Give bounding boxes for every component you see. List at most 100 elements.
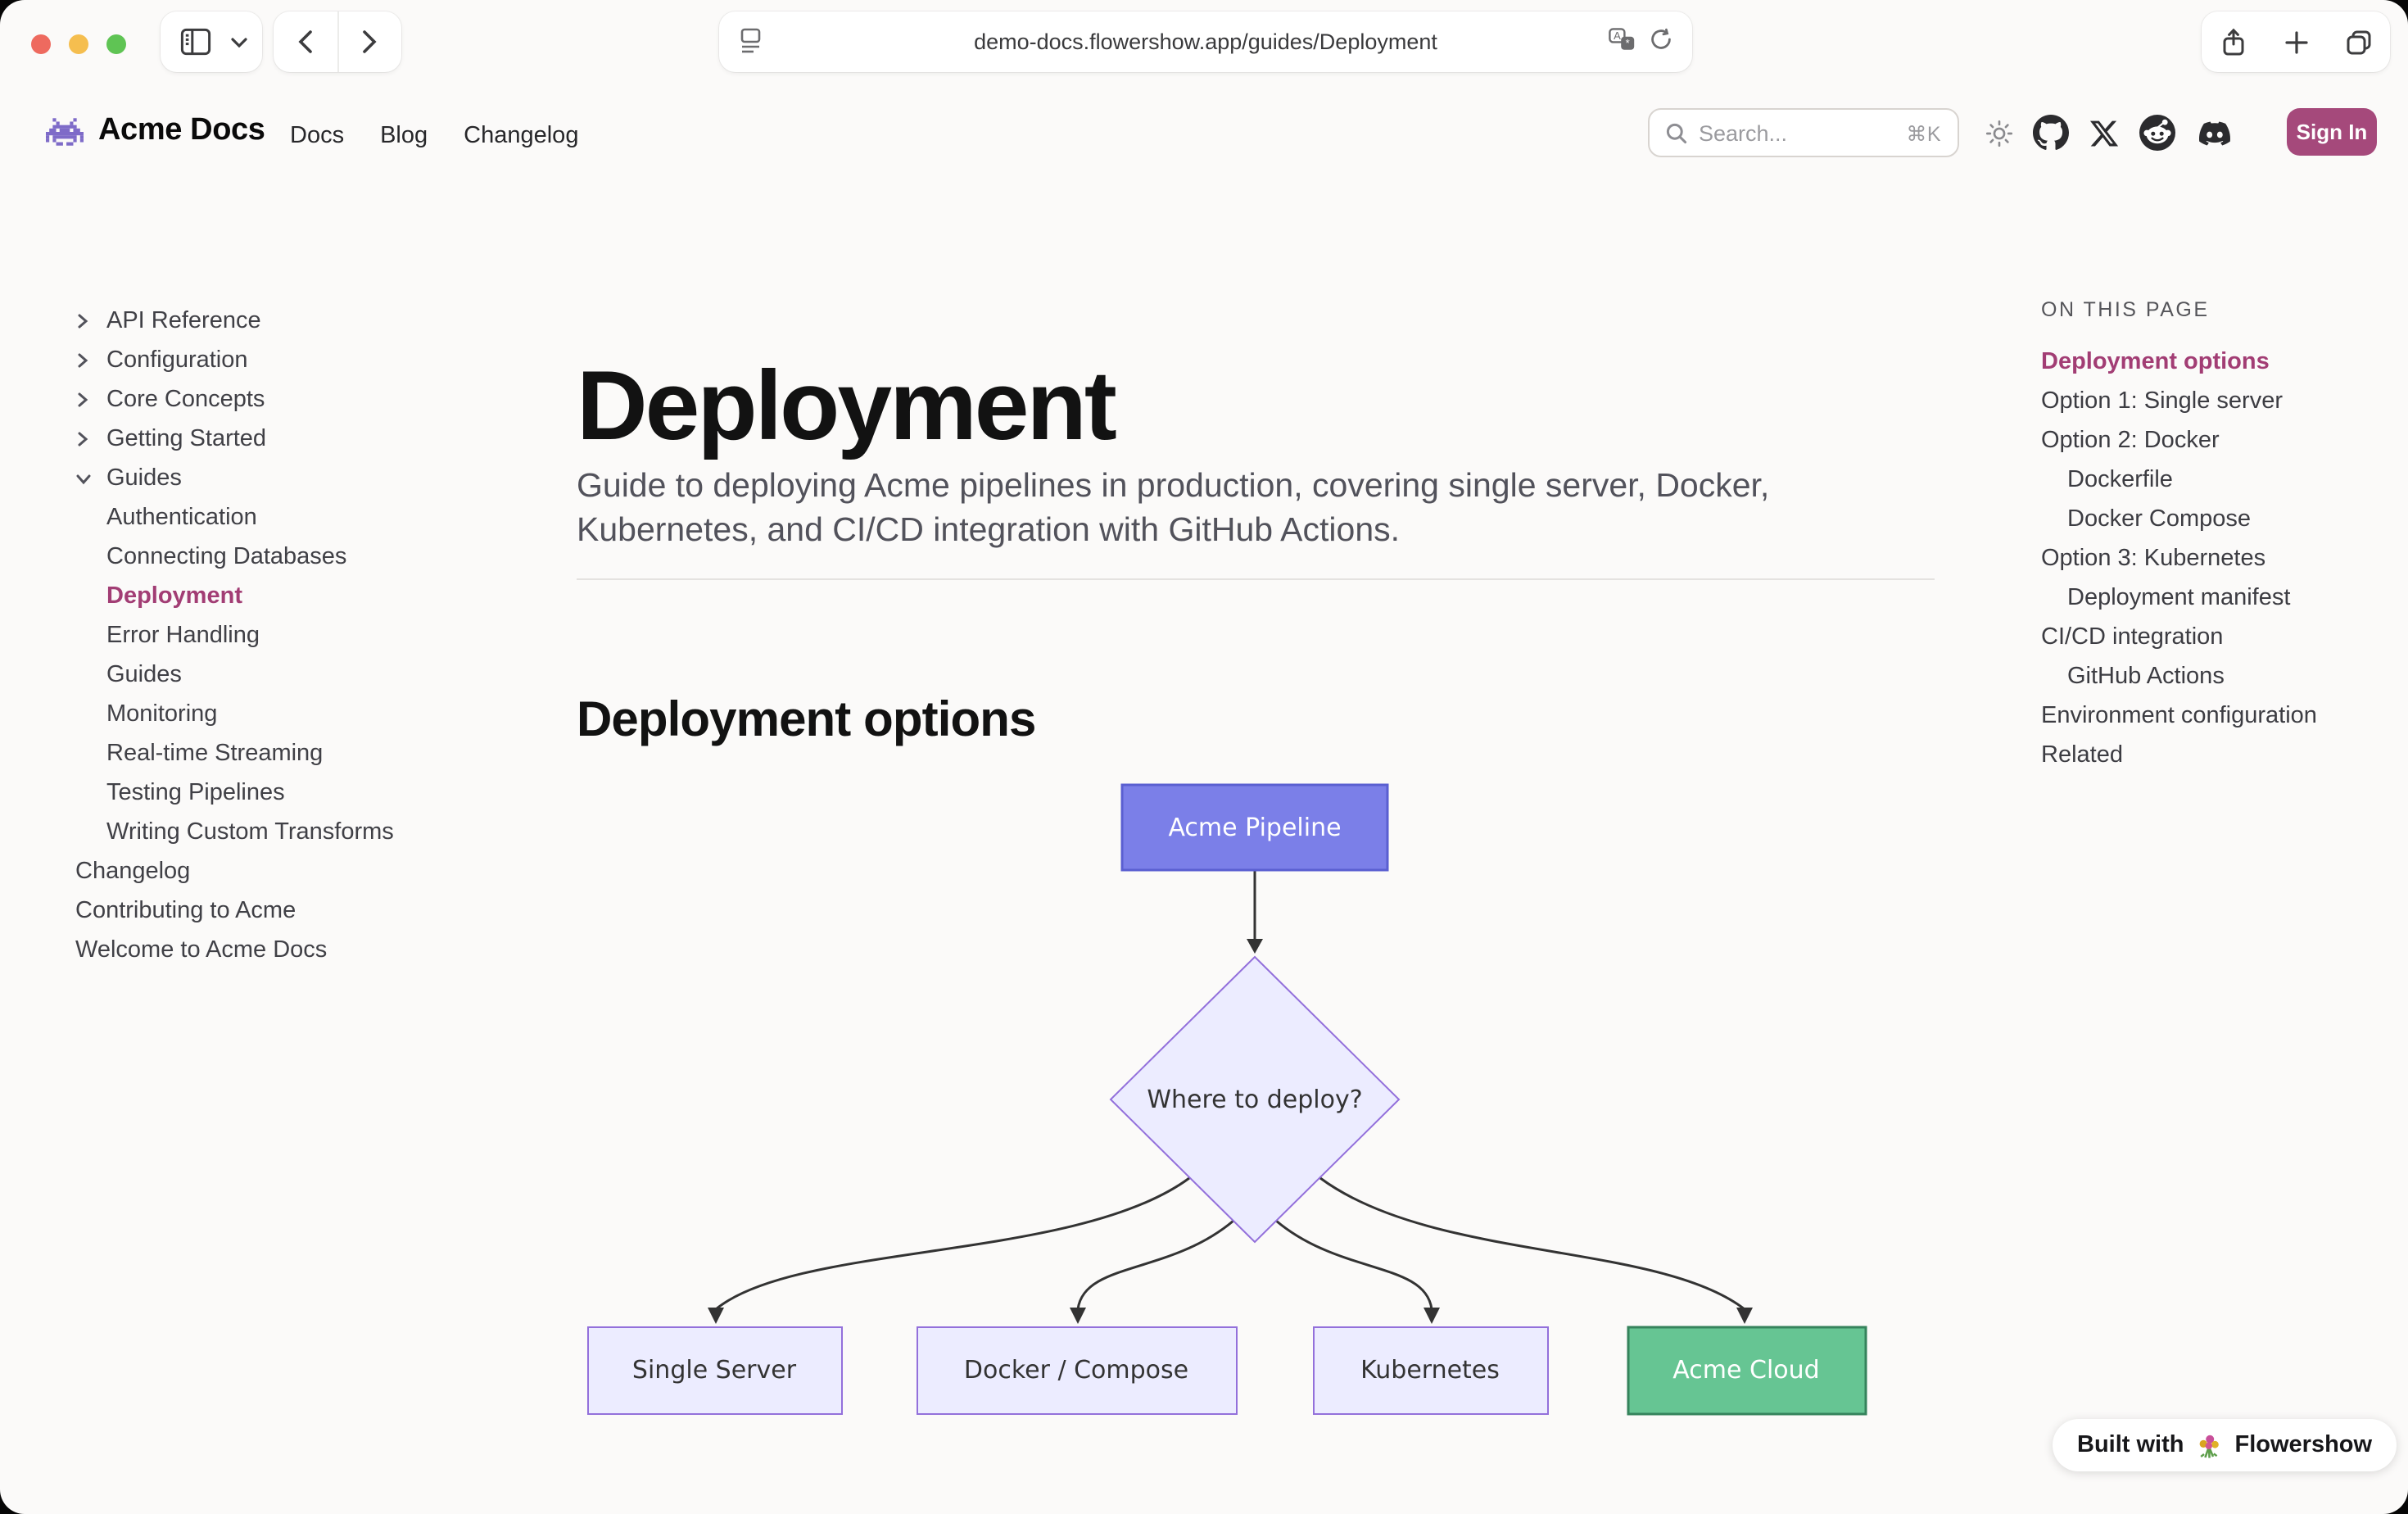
site-logo[interactable]: Acme Docs	[46, 113, 265, 149]
search-input[interactable]: Search... ⌘K	[1648, 108, 1959, 157]
bouquet-icon	[2196, 1431, 2224, 1459]
section-heading: Deployment options	[577, 692, 1036, 747]
toc-item-cicd-integration[interactable]: CI/CD integration	[2041, 624, 2224, 650]
page-subtitle: Guide to deploying Acme pipelines in pro…	[577, 466, 1770, 549]
translate-icon[interactable]: A *	[1609, 28, 1635, 51]
sidebar-toggle-group	[161, 11, 262, 72]
toc-item-dockerfile[interactable]: Dockerfile	[2067, 467, 2173, 493]
flowchart-node-where-to-deploy: Where to deploy?	[1109, 955, 1401, 1244]
address-bar[interactable]: demo-docs.flowershow.app/guides/Deployme…	[719, 11, 1692, 72]
header-icons	[1985, 108, 2234, 157]
reader-view-icon[interactable]	[740, 28, 762, 54]
toc-item-docker-compose[interactable]: Docker Compose	[2067, 506, 2252, 533]
sidebar-item-contributing-to-acme[interactable]: Contributing to Acme	[75, 898, 296, 924]
sign-in-button[interactable]: Sign In	[2287, 108, 2377, 156]
flowchart-node-single-server: Single Server	[587, 1326, 843, 1415]
sidebar-item-monitoring[interactable]: Monitoring	[106, 701, 218, 728]
built-with-flowershow-badge[interactable]: Built with Flowershow	[2053, 1419, 2397, 1471]
tab-overview-icon[interactable]	[2327, 11, 2389, 72]
chevron-down-icon[interactable]	[75, 471, 106, 486]
new-tab-icon[interactable]	[2265, 11, 2327, 72]
toc-item-deployment-manifest[interactable]: Deployment manifest	[2067, 585, 2291, 611]
chevron-right-icon[interactable]	[75, 431, 106, 447]
svg-text:Kubernetes: Kubernetes	[1360, 1356, 1500, 1385]
svg-text:Where to deploy?: Where to deploy?	[1147, 1086, 1362, 1114]
discord-icon[interactable]	[2195, 117, 2234, 148]
chevron-right-icon[interactable]	[75, 392, 106, 408]
minimize-window-button[interactable]	[69, 34, 88, 54]
badge-suffix: Flowershow	[2234, 1432, 2373, 1458]
sidebar-nav: API Reference Configuration Core Concept…	[0, 301, 541, 970]
url-text[interactable]: demo-docs.flowershow.app/guides/Deployme…	[974, 29, 1437, 54]
toc-item-option-3-kubernetes[interactable]: Option 3: Kubernetes	[2041, 546, 2266, 572]
history-nav-group	[274, 11, 401, 72]
toc-item-github-actions[interactable]: GitHub Actions	[2067, 664, 2225, 690]
sidebar-item-connecting-databases[interactable]: Connecting Databases	[106, 544, 347, 570]
search-shortcut: ⌘K	[1906, 122, 1941, 145]
search-placeholder: Search...	[1699, 120, 1788, 145]
sidebar-item-api-reference[interactable]: API Reference	[0, 301, 541, 341]
svg-text:Acme Cloud: Acme Cloud	[1672, 1356, 1819, 1385]
chevron-right-icon[interactable]	[75, 313, 106, 329]
browser-toolbar: demo-docs.flowershow.app/guides/Deployme…	[0, 0, 2408, 85]
nav-link-blog[interactable]: Blog	[380, 123, 428, 149]
toc-item-option-1-single-server[interactable]: Option 1: Single server	[2041, 388, 2283, 415]
share-icon[interactable]	[2202, 11, 2265, 72]
site-title[interactable]: Acme Docs	[98, 113, 265, 147]
chevron-right-icon[interactable]	[75, 352, 106, 369]
sidebar-item-writing-custom-transforms[interactable]: Writing Custom Transforms	[106, 819, 394, 845]
flowchart-edges	[715, 870, 1745, 1311]
zoom-window-button[interactable]	[106, 34, 126, 54]
svg-text:Single Server: Single Server	[632, 1356, 797, 1385]
sidebar-item-authentication[interactable]: Authentication	[106, 505, 257, 531]
flowchart-node-acme-cloud: Acme Cloud	[1627, 1326, 1867, 1416]
flowchart-node-docker-compose: Docker / Compose	[917, 1326, 1238, 1415]
back-icon[interactable]	[274, 11, 338, 72]
sidebar-item-getting-started[interactable]: Getting Started	[0, 419, 541, 459]
reddit-icon[interactable]	[2139, 115, 2175, 151]
toc-item-deployment-options[interactable]: Deployment options	[2041, 349, 2270, 375]
theme-toggle-sun-icon[interactable]	[1985, 119, 2013, 147]
sidebar-item-guides[interactable]: Guides	[0, 459, 541, 498]
reload-icon[interactable]	[1650, 28, 1672, 51]
deployment-flowchart: Acme Pipeline Where to deploy? Single Se…	[587, 783, 1867, 1416]
flowchart-node-acme-pipeline: Acme Pipeline	[1120, 783, 1389, 872]
svg-text:*: *	[1626, 37, 1630, 49]
arrowheads	[708, 939, 1753, 1324]
forward-icon[interactable]	[338, 11, 401, 72]
sidebar-item-testing-pipelines[interactable]: Testing Pipelines	[106, 780, 285, 806]
svg-text:Docker / Compose: Docker / Compose	[964, 1356, 1188, 1385]
x-twitter-icon[interactable]	[2089, 117, 2120, 148]
top-nav: Docs Blog Changelog	[290, 123, 578, 149]
toc-item-option-2-docker[interactable]: Option 2: Docker	[2041, 428, 2220, 454]
sidebar-item-error-handling[interactable]: Error Handling	[106, 623, 260, 649]
sidebar-item-welcome-to-acme-docs[interactable]: Welcome to Acme Docs	[75, 937, 328, 963]
toc-item-related[interactable]: Related	[2041, 742, 2123, 768]
sidebar-item-changelog[interactable]: Changelog	[75, 859, 191, 885]
site-header: Acme Docs Docs Blog Changelog Search... …	[0, 98, 2408, 177]
on-this-page-toc: ON THIS PAGE Deployment options Option 1…	[2041, 298, 2385, 775]
svg-text:A: A	[1614, 29, 1621, 42]
sidebar-item-deployment[interactable]: Deployment	[106, 583, 242, 610]
chevron-down-icon[interactable]	[223, 11, 256, 72]
svg-text:Acme Pipeline: Acme Pipeline	[1168, 814, 1341, 842]
window-actions-group	[2202, 11, 2390, 72]
toc-heading: ON THIS PAGE	[2041, 298, 2210, 321]
divider	[577, 578, 1935, 580]
sidebar-item-real-time-streaming[interactable]: Real-time Streaming	[106, 741, 324, 767]
toc-item-environment-configuration[interactable]: Environment configuration	[2041, 703, 2317, 729]
sidebar-item-core-concepts[interactable]: Core Concepts	[0, 380, 541, 419]
page-title: Deployment	[577, 351, 1117, 461]
sidebar-item-guides-page[interactable]: Guides	[106, 662, 182, 688]
github-icon[interactable]	[2033, 115, 2069, 151]
nav-link-changelog[interactable]: Changelog	[464, 123, 579, 149]
space-invader-logo-icon	[46, 116, 84, 147]
nav-link-docs[interactable]: Docs	[290, 123, 345, 149]
close-window-button[interactable]	[31, 34, 51, 54]
search-icon	[1666, 122, 1687, 143]
sidebar-item-configuration[interactable]: Configuration	[0, 341, 541, 380]
sidebar-toggle-icon[interactable]	[167, 11, 223, 72]
flowchart-node-kubernetes: Kubernetes	[1313, 1326, 1549, 1415]
